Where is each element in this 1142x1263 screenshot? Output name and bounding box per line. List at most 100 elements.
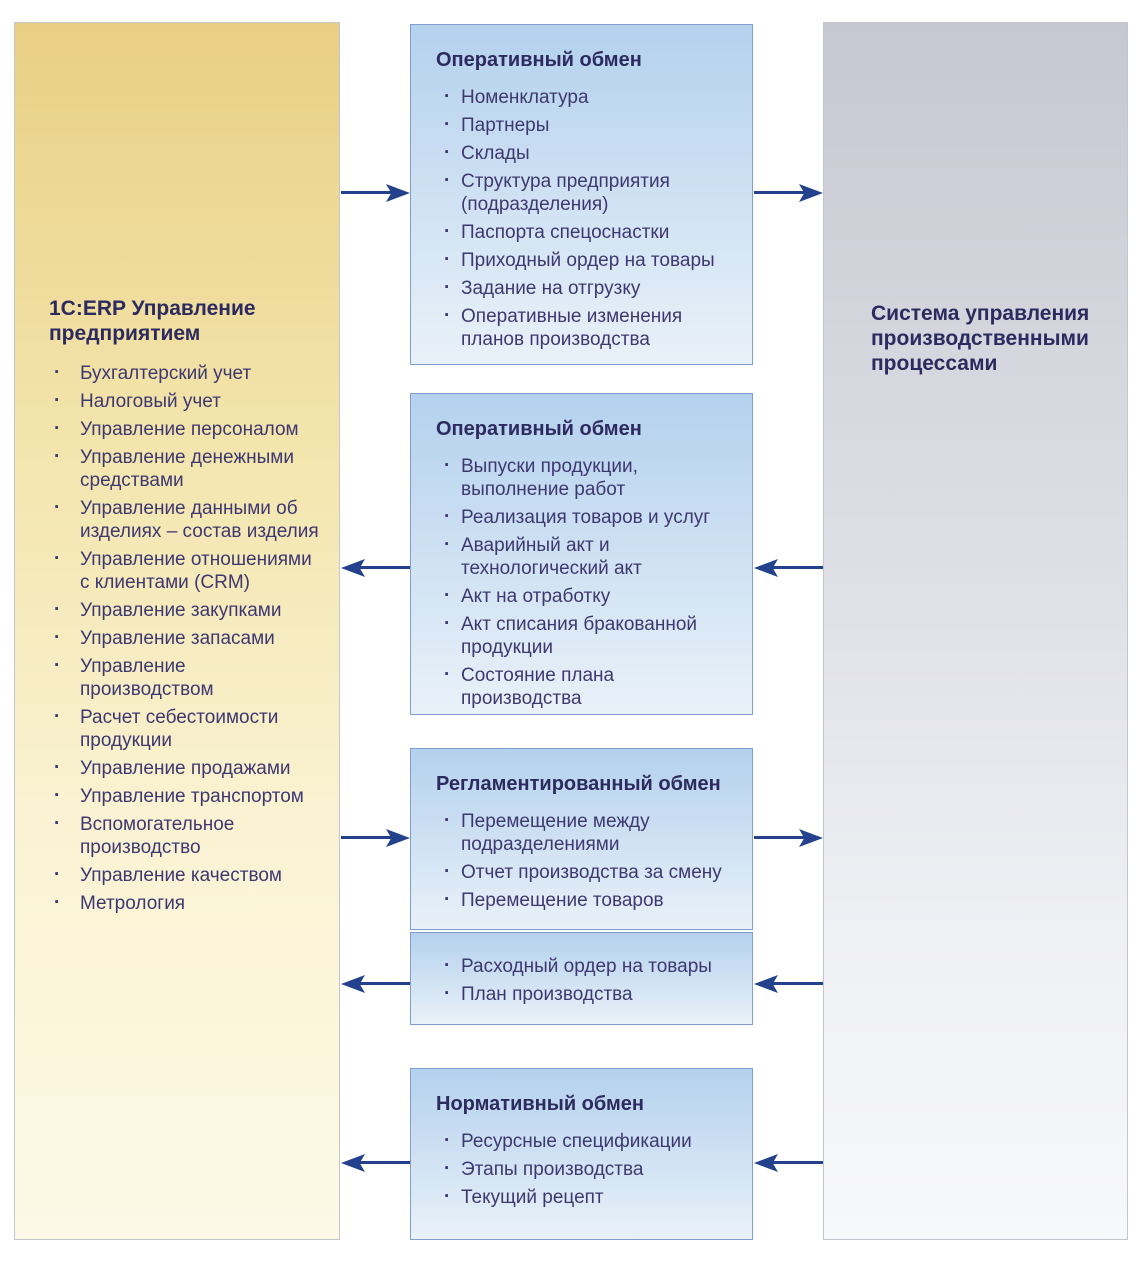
- bullet-icon: ·: [54, 706, 61, 727]
- bullet-icon: ·: [444, 983, 451, 1004]
- list-item-label: План производства: [461, 984, 633, 1005]
- exchange-item-list: ·Ресурсные спецификации·Этапы производст…: [436, 1130, 736, 1209]
- bullet-icon: ·: [54, 627, 61, 648]
- bullet-icon: ·: [444, 249, 451, 270]
- list-item: ·Реализация товаров и услуг: [436, 506, 736, 529]
- list-item-label: Склады: [461, 143, 530, 164]
- exchange-box-normative: Нормативный обмен · Ресурсные спецификаци…: [410, 1068, 753, 1240]
- bullet-icon: ·: [444, 86, 451, 107]
- list-item-label: Управление отношениями с клиентами (CRM): [80, 549, 312, 593]
- exchange-box-title: Регламентированный обмен: [436, 773, 721, 795]
- bullet-icon: ·: [444, 305, 451, 326]
- list-item: ·Задание на отгрузку: [436, 277, 736, 300]
- list-item: ·Расчет себестоимости продукции: [49, 706, 321, 752]
- list-item-label: Отчет производства за смену: [461, 862, 722, 883]
- exchange-item-list: ·Расходный ордер на товары·План производ…: [436, 955, 736, 1006]
- list-item: · Управление денежными средствами: [49, 446, 321, 492]
- bullet-icon: ·: [54, 785, 61, 806]
- bullet-icon: ·: [444, 455, 451, 476]
- bullet-icon: ·: [444, 955, 451, 976]
- bullet-icon: ·: [54, 655, 61, 676]
- bullet-icon: ·: [54, 599, 61, 620]
- list-item: · Выпуски продукции, выполнение работ: [436, 455, 736, 501]
- erp-panel-title: 1С:ERP Управление предприятием: [49, 297, 256, 345]
- exchange-box-title: Нормативный обмен: [436, 1093, 644, 1115]
- list-item: ·Управление продажами: [49, 757, 321, 780]
- bullet-icon: ·: [444, 810, 451, 831]
- bullet-icon: ·: [444, 534, 451, 555]
- flow-arrow-icon: [754, 974, 823, 994]
- flow-arrow-icon: [754, 828, 823, 848]
- list-item: · Склады: [436, 142, 736, 165]
- exchange-box-title: Оперативный обмен: [436, 49, 642, 71]
- list-item-label: Партнеры: [461, 115, 550, 136]
- list-item: · Управление качеством: [49, 864, 321, 887]
- list-item-label: Управление запасами: [80, 628, 275, 649]
- list-item-label: Реализация товаров и услуг: [461, 507, 711, 528]
- list-item-label: Управление денежными средствами: [80, 447, 294, 491]
- list-item-label: Управление продажами: [80, 758, 291, 779]
- flow-arrow-icon: [341, 828, 410, 848]
- mes-panel: Система управления производственными про…: [823, 22, 1128, 1240]
- list-item: ·Партнеры: [436, 114, 736, 137]
- bullet-icon: ·: [54, 813, 61, 834]
- exchange-box-operational-2: Оперативный обмен ·Выпуски продукции, вы…: [410, 393, 753, 715]
- flow-arrow-icon: [341, 974, 410, 994]
- list-item-label: Бухгалтерский учет: [80, 363, 252, 384]
- list-item: · Перемещение товаров: [436, 889, 736, 912]
- list-item-label: Акт списания бракованной продукции: [461, 614, 698, 658]
- flow-arrow-icon: [754, 558, 823, 578]
- bullet-icon: ·: [54, 497, 61, 518]
- bullet-icon: ·: [54, 362, 61, 383]
- list-item: · Перемещение между подразделениями: [436, 810, 736, 856]
- list-item-label: Выпуски продукции, выполнение работ: [461, 456, 638, 500]
- list-item: ·Текущий рецепт: [436, 1186, 736, 1209]
- bullet-icon: ·: [444, 221, 451, 242]
- list-item-label: Управление данными об изделиях – состав …: [80, 498, 319, 542]
- list-item: ·Вспомогательное производство: [49, 813, 321, 859]
- bullet-icon: ·: [444, 1186, 451, 1207]
- list-item-label: Управление качеством: [80, 865, 282, 886]
- list-item-label: Управление производством: [80, 656, 214, 700]
- exchange-item-list: ·Выпуски продукции, выполнение работ·Реа…: [436, 455, 736, 710]
- bullet-icon: ·: [444, 1130, 451, 1151]
- list-item: ·Аварийный акт и технологический акт: [436, 534, 736, 580]
- flow-arrow-icon: [341, 558, 410, 578]
- list-item: ·Управление отношениями с клиентами (CRM…: [49, 548, 321, 594]
- list-item-label: Перемещение между подразделениями: [461, 811, 650, 855]
- list-item: · Управление данными об изделиях – состав…: [49, 497, 321, 543]
- erp-feature-list: ·Бухгалтерский учет·Налоговый учет·Управ…: [49, 362, 321, 915]
- bullet-icon: ·: [444, 889, 451, 910]
- bullet-icon: ·: [54, 418, 61, 439]
- flow-arrow-icon: [754, 183, 823, 203]
- list-item-label: Перемещение товаров: [461, 890, 664, 911]
- list-item: · Метрология: [49, 892, 321, 915]
- erp-panel: 1С:ERP Управление предприятием · Бухгалте…: [14, 22, 340, 1240]
- list-item-label: Метрология: [80, 893, 186, 914]
- bullet-icon: ·: [54, 390, 61, 411]
- list-item: · План производства: [436, 983, 736, 1006]
- list-item: ·Структура предприятия (подразделения): [436, 170, 736, 216]
- list-item-label: Оперативные изменения планов производств…: [461, 306, 683, 350]
- list-item: · Ресурсные спецификации: [436, 1130, 736, 1153]
- list-item: ·Расходный ордер на товары: [436, 955, 736, 978]
- list-item-label: Задание на отгрузку: [461, 278, 641, 299]
- list-item: ·Управление персоналом: [49, 418, 321, 441]
- bullet-icon: ·: [444, 142, 451, 163]
- exchange-box-regulated: Регламентированный обмен · Перемещение ме…: [410, 748, 753, 930]
- exchange-box-untitled: ·Расходный ордер на товары·План производ…: [410, 932, 753, 1025]
- list-item: ·Номенклатура: [436, 86, 736, 109]
- list-item-label: Структура предприятия (подразделения): [461, 171, 670, 215]
- bullet-icon: ·: [54, 864, 61, 885]
- list-item-label: Управление закупками: [80, 600, 282, 621]
- bullet-icon: ·: [444, 664, 451, 685]
- bullet-icon: ·: [54, 892, 61, 913]
- list-item: ·Приходный ордер на товары: [436, 249, 736, 272]
- list-item: · Оперативные изменения планов производст…: [436, 305, 736, 351]
- exchange-item-list: ·Номенклатура·Партнеры·Склады·Структура …: [436, 86, 736, 351]
- list-item: ·Акт списания бракованной продукции: [436, 613, 736, 659]
- bullet-icon: ·: [54, 446, 61, 467]
- flow-arrow-icon: [341, 183, 410, 203]
- list-item-label: Ресурсные спецификации: [461, 1131, 692, 1152]
